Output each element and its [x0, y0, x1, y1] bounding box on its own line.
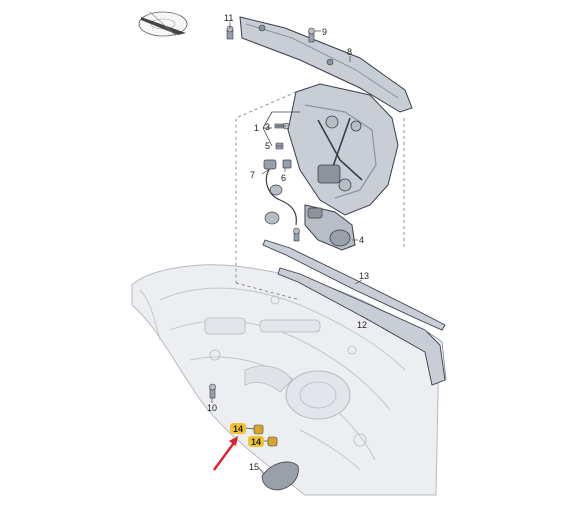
window-regulator-carrier: [287, 83, 399, 216]
callout-3: 3: [265, 122, 270, 132]
door-inner-panel: [131, 264, 439, 496]
clip-part-14a: [253, 424, 264, 435]
leader-lines: [211, 22, 369, 475]
red-arrow-icon: [213, 436, 238, 471]
clip-part-14b: [267, 436, 278, 447]
compass-icon: [138, 11, 188, 37]
callout-14b: 14: [251, 437, 261, 447]
callout-15: 15: [249, 462, 259, 472]
window-channel-strip-12: [277, 267, 447, 386]
upper-frame-rail: [239, 16, 413, 113]
callout-14a: 14: [233, 424, 243, 434]
callout-6: 6: [281, 173, 286, 183]
callout-5: 5: [265, 141, 270, 151]
callout-8: 8: [347, 47, 352, 57]
window-motor: [304, 204, 356, 251]
assembly-guide-lines: [235, 91, 405, 301]
callout-13: 13: [359, 271, 369, 281]
cover-cap-part-15: [261, 461, 299, 491]
callout-9: 9: [322, 27, 327, 37]
callout-1: 1: [254, 123, 259, 133]
wiring-harness: [263, 159, 297, 226]
callout-4: 4: [359, 235, 364, 245]
part-1-bracket: [262, 111, 300, 147]
callout-12: 12: [357, 320, 367, 330]
window-channel-strip-13: [262, 239, 446, 331]
screw-motor: [293, 227, 300, 242]
callout-10: 10: [207, 403, 217, 413]
bolt-part-9: [308, 27, 315, 43]
callout-7: 7: [250, 170, 255, 180]
callout-11: 11: [224, 13, 233, 23]
highlight-badge-14b: [248, 436, 264, 447]
bolt-part-10: [209, 383, 216, 399]
highlight-badge-14a: [230, 423, 246, 434]
